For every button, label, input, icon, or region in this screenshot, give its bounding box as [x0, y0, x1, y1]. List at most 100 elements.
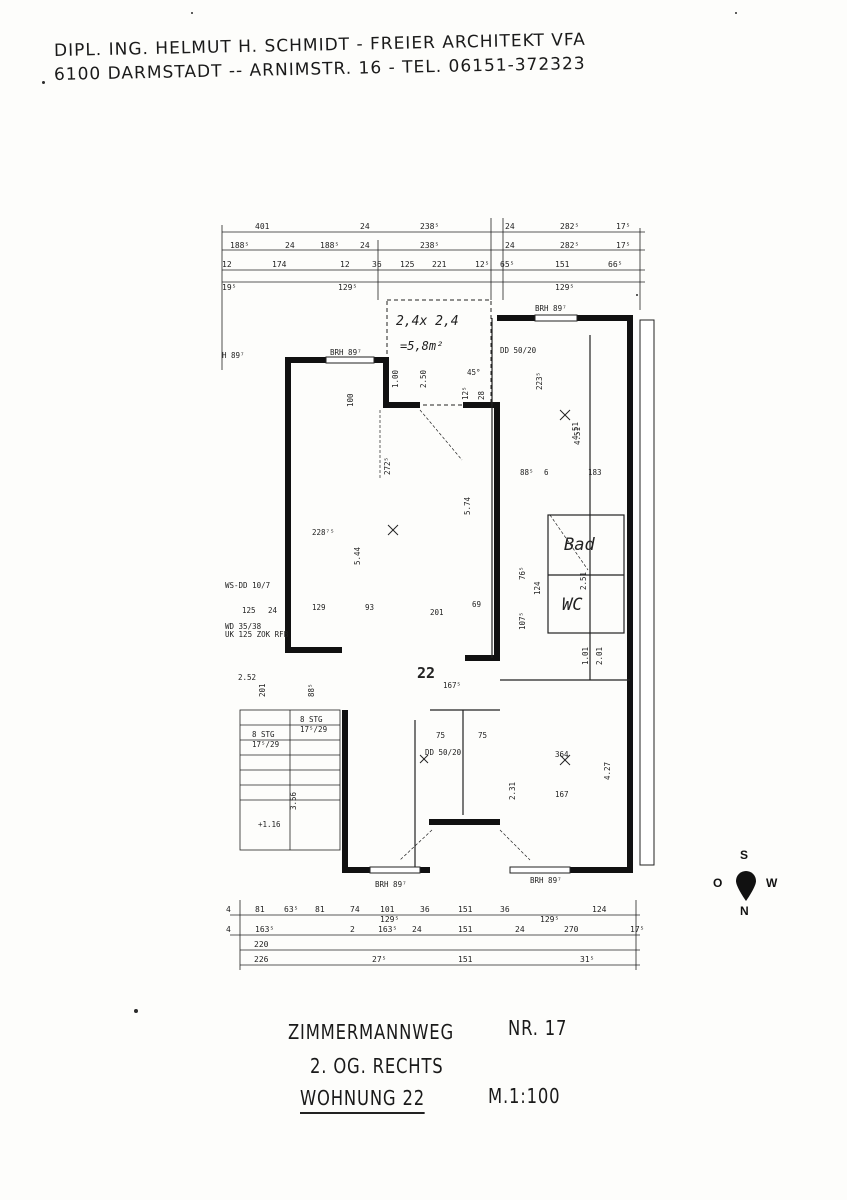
- dim-label: 2.51: [579, 572, 588, 590]
- dim-label: 163⁵: [378, 925, 397, 934]
- dim-label: 69: [472, 600, 481, 609]
- dim-label: 6: [544, 468, 549, 477]
- dim-label: 167: [555, 790, 569, 799]
- skylight-note: 2,4x 2,4: [396, 314, 459, 329]
- dim-label: 75: [478, 731, 487, 740]
- dimension-lines: [221, 218, 645, 970]
- dim-label: 24: [505, 222, 515, 231]
- compass-top-label: S: [740, 848, 749, 862]
- dim-label: 100: [346, 393, 355, 407]
- dim-label: 5.74: [463, 496, 472, 515]
- dim-label: H 89⁷: [222, 351, 245, 360]
- street-name: ZIMMERMANNWEG: [288, 1020, 454, 1044]
- dim-label: 125: [242, 606, 256, 615]
- dim-label: 76⁵: [518, 566, 527, 580]
- dim-label: 4: [226, 905, 231, 914]
- dim-label: 65⁵: [500, 260, 514, 269]
- compass-right-label: W: [766, 876, 778, 890]
- dim-label: 129⁵: [540, 915, 559, 924]
- dim-label: 124: [592, 905, 607, 914]
- dim-label: 228⁷⁵: [312, 528, 335, 537]
- dim-label: WS-DD 10/7: [225, 581, 270, 590]
- room-label-wc: WC: [562, 595, 583, 615]
- dim-label: 151: [458, 925, 473, 934]
- dim-label: 12: [340, 260, 350, 269]
- dim-label: 2.50: [419, 369, 428, 388]
- exterior-walls: [285, 315, 633, 873]
- dim-label: 17⁵/29: [252, 740, 279, 749]
- dim-label: BRH 89⁷: [330, 348, 362, 357]
- compass-bottom-label: N: [740, 904, 749, 918]
- dim-label: 101: [380, 905, 395, 914]
- scan-speck: [636, 294, 638, 296]
- unit-number: 22: [417, 664, 435, 682]
- scan-speck: [42, 81, 45, 84]
- compass-left-label: O: [713, 876, 723, 890]
- dim-label: 188⁵: [230, 241, 249, 250]
- dim-label: BRH 89⁷: [535, 304, 567, 313]
- dim-label: 151: [458, 905, 473, 914]
- dim-label: 88⁵: [520, 468, 534, 477]
- dim-label: 125: [400, 260, 415, 269]
- dim-label: 81: [255, 905, 265, 914]
- room-label-bad: Bad: [564, 535, 595, 555]
- dim-label: 282⁵: [560, 241, 579, 250]
- dim-label: 24: [412, 925, 422, 934]
- architect-header: DIPL. ING. HELMUT H. SCHMIDT - FREIER AR…: [54, 30, 694, 86]
- dim-label: 167⁵: [443, 681, 461, 690]
- dim-label: 17⁵: [616, 241, 630, 250]
- bottom-dimension-text: 4 81 63⁵ 81 74 101 36 151 36 124 4 163⁵ …: [226, 905, 644, 964]
- dim-label: 201: [258, 683, 267, 697]
- dim-label: 74: [350, 905, 360, 914]
- map-pin-icon: [736, 871, 756, 901]
- dim-label: 5.44: [353, 546, 362, 565]
- scan-speck: [191, 12, 193, 14]
- dim-label: 129⁵: [555, 283, 574, 292]
- dim-label: 24: [268, 606, 278, 615]
- dim-label: 17⁵/29: [300, 725, 327, 734]
- dim-label: 12: [222, 260, 232, 269]
- dim-label: DD 50/20: [500, 346, 537, 355]
- dim-label: 8 STG: [300, 715, 323, 724]
- dim-label: 151: [555, 260, 570, 269]
- dim-label: 17⁵: [616, 222, 630, 231]
- dim-label: 4.51: [573, 427, 582, 445]
- dim-label: 188⁵: [320, 241, 339, 250]
- dim-label: 4.27: [603, 762, 612, 780]
- dim-label: 282⁵: [560, 222, 579, 231]
- ceiling-light-marks: [387, 409, 571, 766]
- door-swings: [379, 409, 589, 861]
- dim-label: 220: [254, 940, 269, 949]
- dim-label: 226: [254, 955, 269, 964]
- dim-label: 2.31: [508, 782, 517, 800]
- dim-label: 401: [255, 222, 270, 231]
- dim-label: 129: [312, 603, 326, 612]
- dim-label: 93: [365, 603, 374, 612]
- dim-label: 4: [226, 925, 231, 934]
- dim-label: 2.52: [238, 673, 256, 682]
- dim-label: 151: [458, 955, 473, 964]
- dim-label: 1.01: [581, 647, 590, 665]
- scan-speck: [134, 1009, 138, 1013]
- top-dimension-text: 401 24 238⁵ 24 282⁵ 17⁵ 188⁵ 24 188⁵ 24 …: [222, 222, 630, 292]
- dim-label: 163⁵: [255, 925, 274, 934]
- floor-plan: 401 24 238⁵ 24 282⁵ 17⁵ 188⁵ 24 188⁵ 24 …: [221, 218, 655, 970]
- dim-label: 4.51: [571, 422, 580, 440]
- scale-label: M.1:100: [488, 1084, 561, 1108]
- dim-label: 201: [430, 608, 444, 617]
- skylight-area: =5,8m²: [400, 339, 443, 353]
- dim-label: 238⁵: [420, 241, 439, 250]
- unit-label: WOHNUNG 22: [300, 1086, 425, 1114]
- dim-label: 36: [420, 905, 430, 914]
- dim-label: 221: [432, 260, 447, 269]
- dim-label: 107⁵: [518, 612, 527, 630]
- dim-label: 27⁵: [372, 955, 386, 964]
- dim-label: 17⁵: [630, 925, 644, 934]
- dim-label: 81: [315, 905, 325, 914]
- staircase: [239, 709, 341, 851]
- floor-label: 2. OG. RECHTS: [310, 1054, 444, 1078]
- dim-label: 24: [515, 925, 525, 934]
- dim-label: 8 STG: [252, 730, 275, 739]
- dim-label: 24: [285, 241, 295, 250]
- skylight-box: [386, 299, 492, 406]
